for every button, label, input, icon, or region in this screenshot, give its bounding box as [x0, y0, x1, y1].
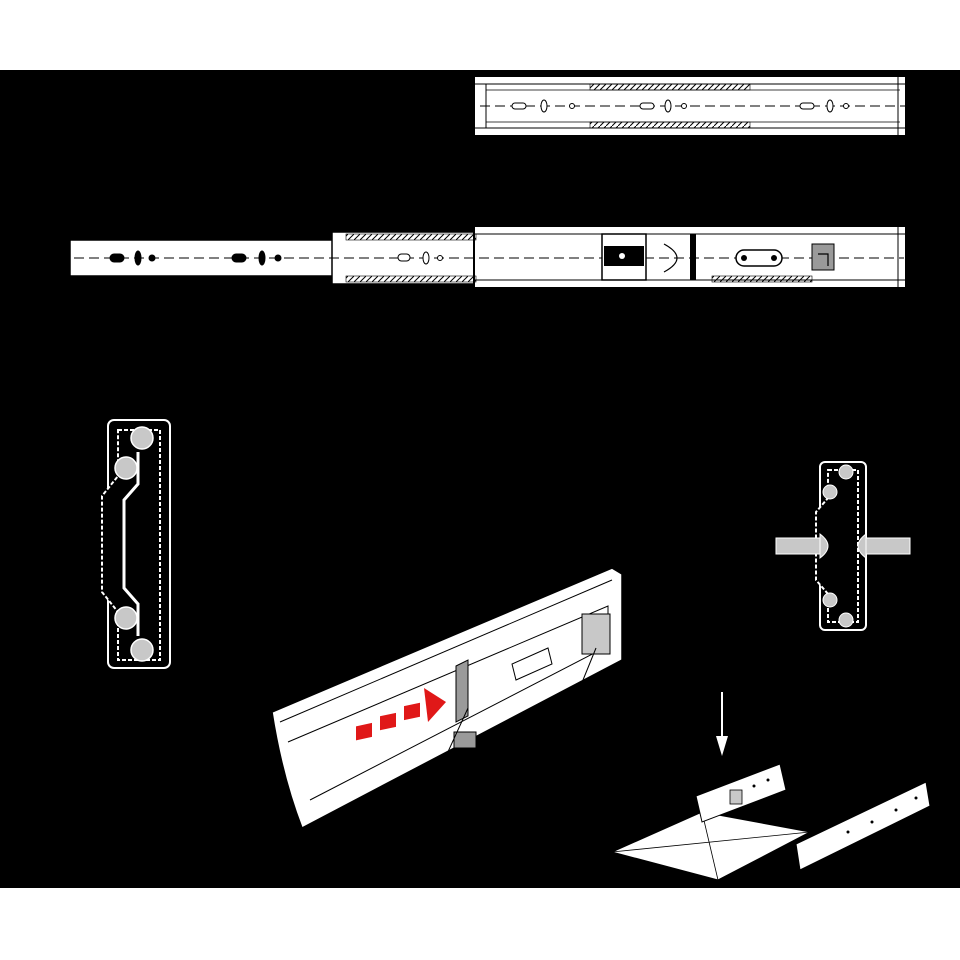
- stopper-block: [690, 234, 696, 280]
- ball-bearing-icon: [114, 456, 138, 480]
- rail-top-edge: [279, 579, 613, 723]
- slot-pin: [771, 255, 777, 261]
- lever-tab: [455, 659, 469, 723]
- ball-bearing-icon: [838, 464, 854, 480]
- screw-head: [857, 532, 867, 560]
- catch-hook: [818, 253, 829, 266]
- slide-rail-right: [795, 781, 931, 871]
- inner-profile: [122, 452, 140, 636]
- catch-block: [811, 243, 835, 271]
- lever-pin: [619, 253, 625, 259]
- rail-cross-section: [101, 419, 171, 669]
- rail-holes: [752, 778, 918, 834]
- ball-cage-strip: [345, 275, 477, 283]
- drawer-bottom: [610, 811, 812, 881]
- ball-bearing-icon: [130, 638, 154, 662]
- ball-bearing-icon: [822, 484, 838, 500]
- down-arrow-head: [716, 736, 728, 756]
- rail-closed-top-view: [473, 75, 907, 137]
- stopper: [663, 243, 678, 273]
- rail-extended-side-view: [69, 225, 907, 289]
- ball-cage-strip: [589, 83, 751, 91]
- red-dashed-arrow-icon: [356, 688, 446, 741]
- release-block: [581, 613, 611, 655]
- rail-cross-section-mounted: [775, 461, 911, 631]
- ball-bearing-icon: [130, 426, 154, 450]
- lever-block: [453, 731, 477, 749]
- drawer-diagonal: [701, 811, 719, 881]
- screw-icon: [865, 537, 911, 555]
- mounting-holes: [109, 250, 443, 266]
- mounting-holes: [511, 99, 849, 113]
- leader-line: [569, 647, 597, 713]
- drawer-diagonal: [611, 831, 811, 853]
- rail-clip: [729, 789, 743, 805]
- ball-bearing-icon: [838, 612, 854, 628]
- screw-head: [819, 532, 829, 560]
- ball-cage-strip: [345, 233, 477, 241]
- leader-line: [435, 707, 469, 779]
- screw-icon: [775, 537, 821, 555]
- ball-bearing-icon: [822, 592, 838, 608]
- drawer-install-perspective: [610, 692, 931, 881]
- slotted-hole: [735, 249, 783, 267]
- rail-body: [271, 567, 623, 830]
- slot-pin: [741, 255, 747, 261]
- spring-strip: [711, 275, 813, 283]
- release-detail-perspective: [271, 567, 623, 830]
- lever-slot: [511, 647, 553, 681]
- ball-bearing-icon: [114, 606, 138, 630]
- ball-cage-strip: [589, 121, 751, 129]
